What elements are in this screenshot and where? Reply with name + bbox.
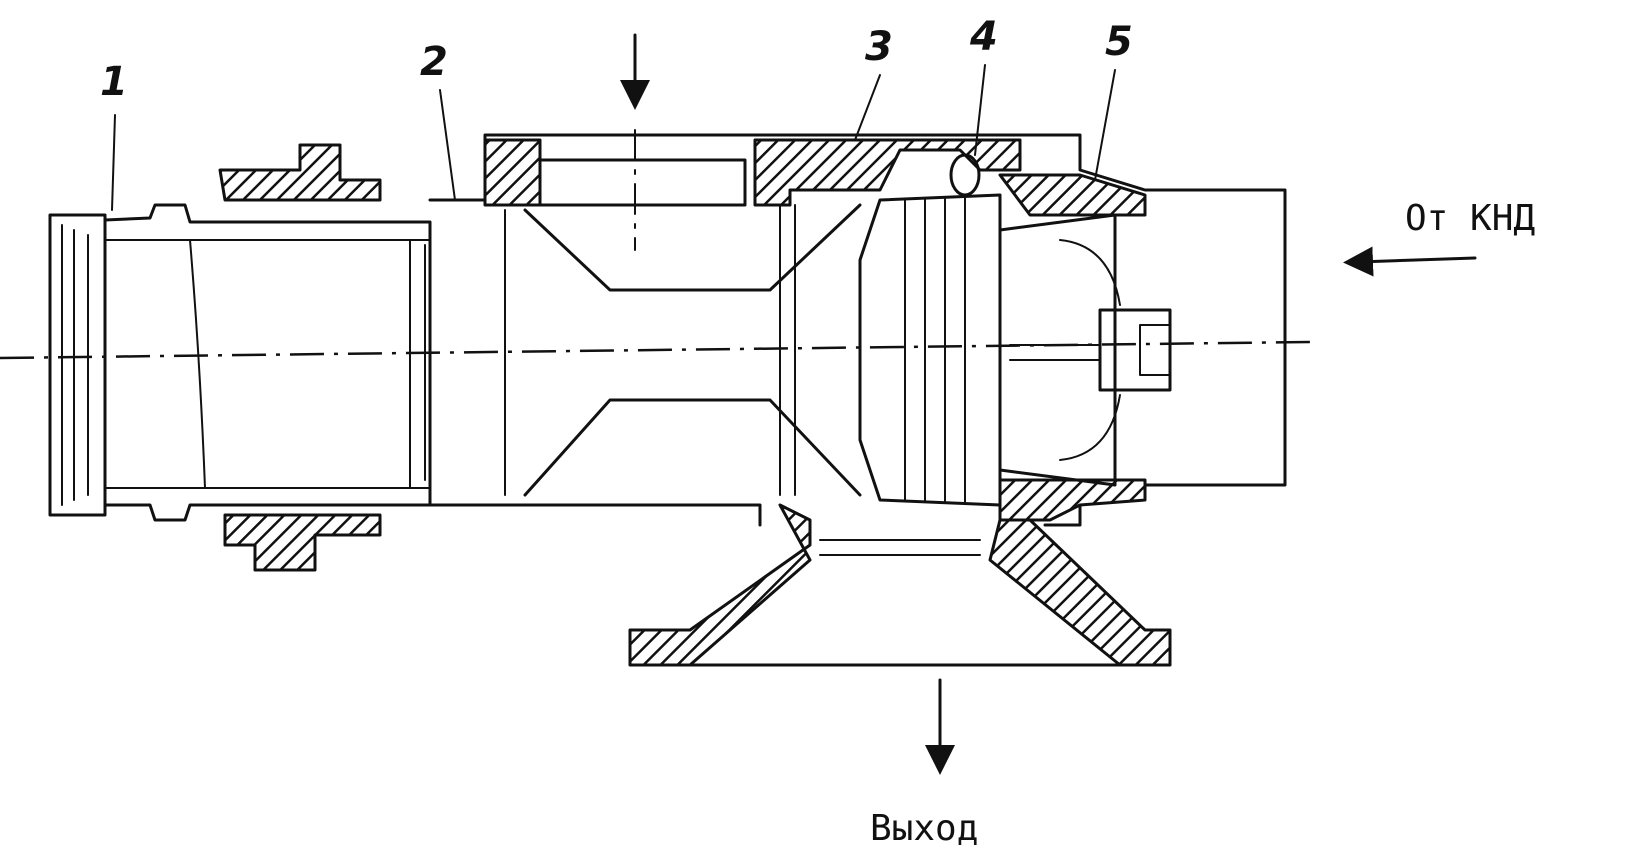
outlet-flange <box>628 503 1172 667</box>
outlet-label: Выход <box>870 808 978 849</box>
inlet-arrow <box>1343 246 1477 277</box>
leader-3 <box>854 74 881 141</box>
coupling-nut <box>218 143 382 572</box>
leader-2 <box>439 89 456 201</box>
callout-2: 2 <box>420 39 448 85</box>
venturi-throat <box>504 203 862 497</box>
callout-3: 3 <box>865 24 893 70</box>
callout-1: 1 <box>100 59 128 105</box>
left-inlet-pipe <box>48 203 432 522</box>
mixing-chamber-body <box>428 133 1287 527</box>
leader-5 <box>1094 69 1116 181</box>
leader-1 <box>111 114 116 211</box>
leader-4 <box>974 64 986 156</box>
callout-5: 5 <box>1105 19 1133 65</box>
inlet-label: От КНД <box>1405 198 1535 239</box>
nozzle-head <box>998 213 1172 487</box>
diffuser-cone <box>858 153 1002 507</box>
callout-4: 4 <box>969 14 998 60</box>
